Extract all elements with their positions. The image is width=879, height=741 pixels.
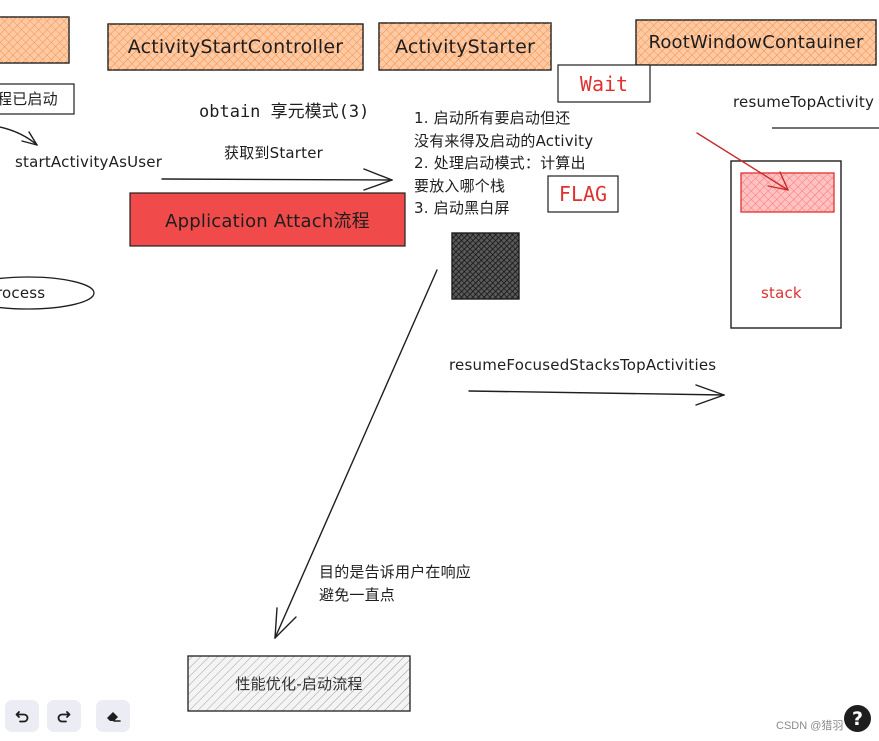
purpose-line1: 目的是告诉用户在响应 [319,563,472,581]
arrow-resume-focused [468,384,725,406]
activity-start-controller-box[interactable] [107,23,364,71]
stack-top-activity[interactable] [740,172,835,213]
black-white-screen-square[interactable] [451,232,520,300]
perf-optimization-box[interactable] [187,655,411,712]
help-icon: ? [851,707,864,730]
arrow-to-starter [161,168,393,191]
start-activity-as-user-label: startActivityAsUser [15,153,163,171]
help-button[interactable]: ? [844,705,871,732]
activity-starter-box[interactable] [378,22,552,71]
step-line: 没有来得及启动的Activity [414,131,594,150]
wait-label: Wait [579,71,629,96]
get-starter-label: 获取到Starter [224,144,324,162]
resume-focused-label: resumeFocusedStacksTopActivities [449,356,717,374]
orange-box-left[interactable] [0,16,70,64]
application-attach-label: Application Attach流程 [165,210,370,232]
redo-icon [57,711,71,723]
stack-label: stack [761,284,802,302]
watermark: CSDN @猎羽 [776,720,844,732]
root-window-container-label: RootWindowContauiner [648,32,864,53]
redo-button[interactable] [47,700,81,732]
eraser-button[interactable] [96,700,130,732]
process-started-label: 程已启动 [0,90,58,108]
steps-list: 1. 启动所有要启动但还 没有来得及启动的Activity 2. 处理启动模式：… [414,107,593,220]
arrow-down-to-perf [274,269,438,639]
arrow-red-to-stack [696,132,789,191]
application-attach-box[interactable] [129,192,406,247]
step-line: 3. 启动黑白屏 [414,199,510,217]
process-started-box[interactable] [0,83,75,115]
wait-box[interactable] [557,64,651,103]
process-ellipse[interactable] [0,276,95,310]
resume-top-activity-label: resumeTopActivity [733,93,875,111]
activity-starter-label: ActivityStarter [395,35,535,58]
eraser-icon [106,712,121,722]
activity-start-controller-label: ActivityStartController [127,36,344,58]
purpose-line2: 避免一直点 [319,586,396,604]
step-line: 要放入哪个栈 [414,176,506,195]
arrow-left-small [0,126,38,146]
perf-optimization-label: 性能优化-启动流程 [235,675,363,693]
root-window-container-box[interactable] [635,19,877,66]
step-line: 2. 处理启动模式：计算出 [414,154,586,172]
process-ellipse-label: rocess [0,284,46,302]
step-line: 1. 启动所有要启动但还 [414,109,571,127]
obtain-flyweight-label: obtain 享元模式(3) [199,102,370,122]
flag-box[interactable] [547,175,619,213]
undo-icon [15,711,29,723]
flag-label: FLAG [558,182,608,206]
undo-button[interactable] [5,700,39,732]
